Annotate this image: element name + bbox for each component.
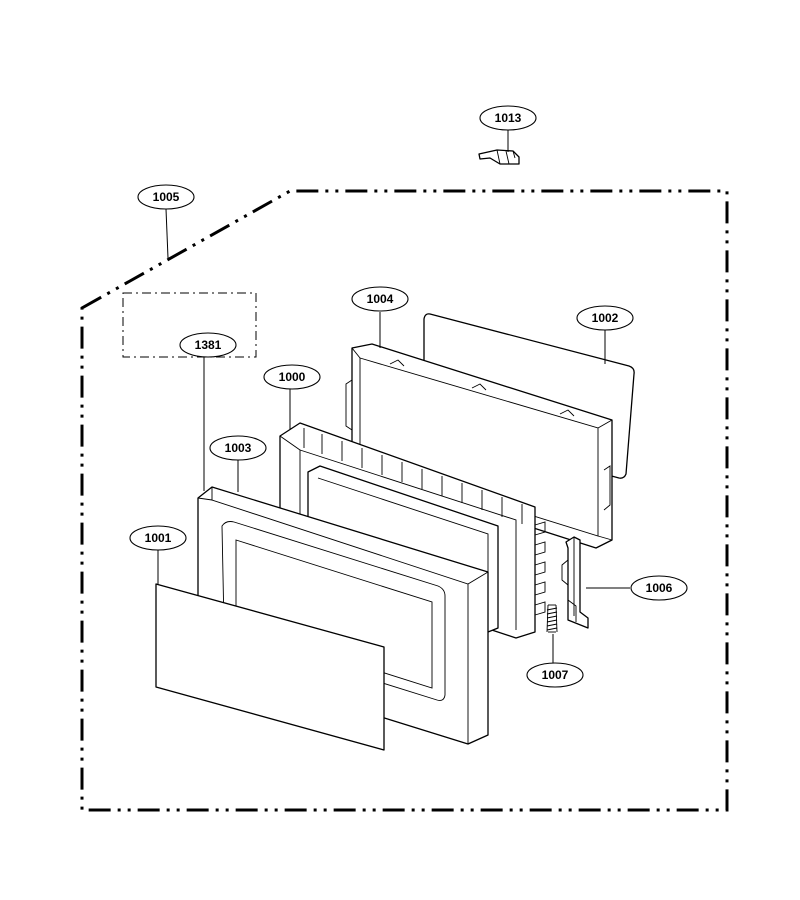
callout-1003: 1003 bbox=[209, 435, 267, 461]
callout-1013: 1013 bbox=[479, 105, 537, 131]
svg-text:1001: 1001 bbox=[145, 531, 172, 545]
leader-lines bbox=[157, 130, 630, 663]
part-1001-front-panel bbox=[155, 583, 385, 751]
callout-1006: 1006 bbox=[630, 575, 688, 601]
svg-text:1007: 1007 bbox=[542, 668, 569, 682]
callout-1004: 1004 bbox=[351, 286, 409, 312]
svg-text:1000: 1000 bbox=[279, 370, 306, 384]
assembly-boundary bbox=[80, 189, 729, 812]
subgroup-1381-box bbox=[122, 292, 257, 358]
leader-1005 bbox=[165, 208, 169, 259]
part-1013-clip bbox=[478, 149, 520, 165]
callout-1005: 1005 bbox=[137, 184, 195, 210]
svg-text:1381: 1381 bbox=[195, 338, 222, 352]
svg-text:1006: 1006 bbox=[646, 581, 673, 595]
callout-1001: 1001 bbox=[129, 525, 187, 551]
callout-1000: 1000 bbox=[263, 364, 321, 390]
callout-1007: 1007 bbox=[526, 662, 584, 688]
callout-1381: 1381 bbox=[179, 332, 237, 358]
svg-text:1005: 1005 bbox=[153, 190, 180, 204]
part-1007-spring bbox=[546, 604, 558, 633]
svg-text:1013: 1013 bbox=[495, 111, 522, 125]
callout-1002: 1002 bbox=[576, 305, 634, 331]
part-1006-latch-hook bbox=[561, 536, 589, 629]
svg-text:1002: 1002 bbox=[592, 311, 619, 325]
svg-text:1003: 1003 bbox=[225, 441, 252, 455]
svg-text:1004: 1004 bbox=[367, 292, 394, 306]
